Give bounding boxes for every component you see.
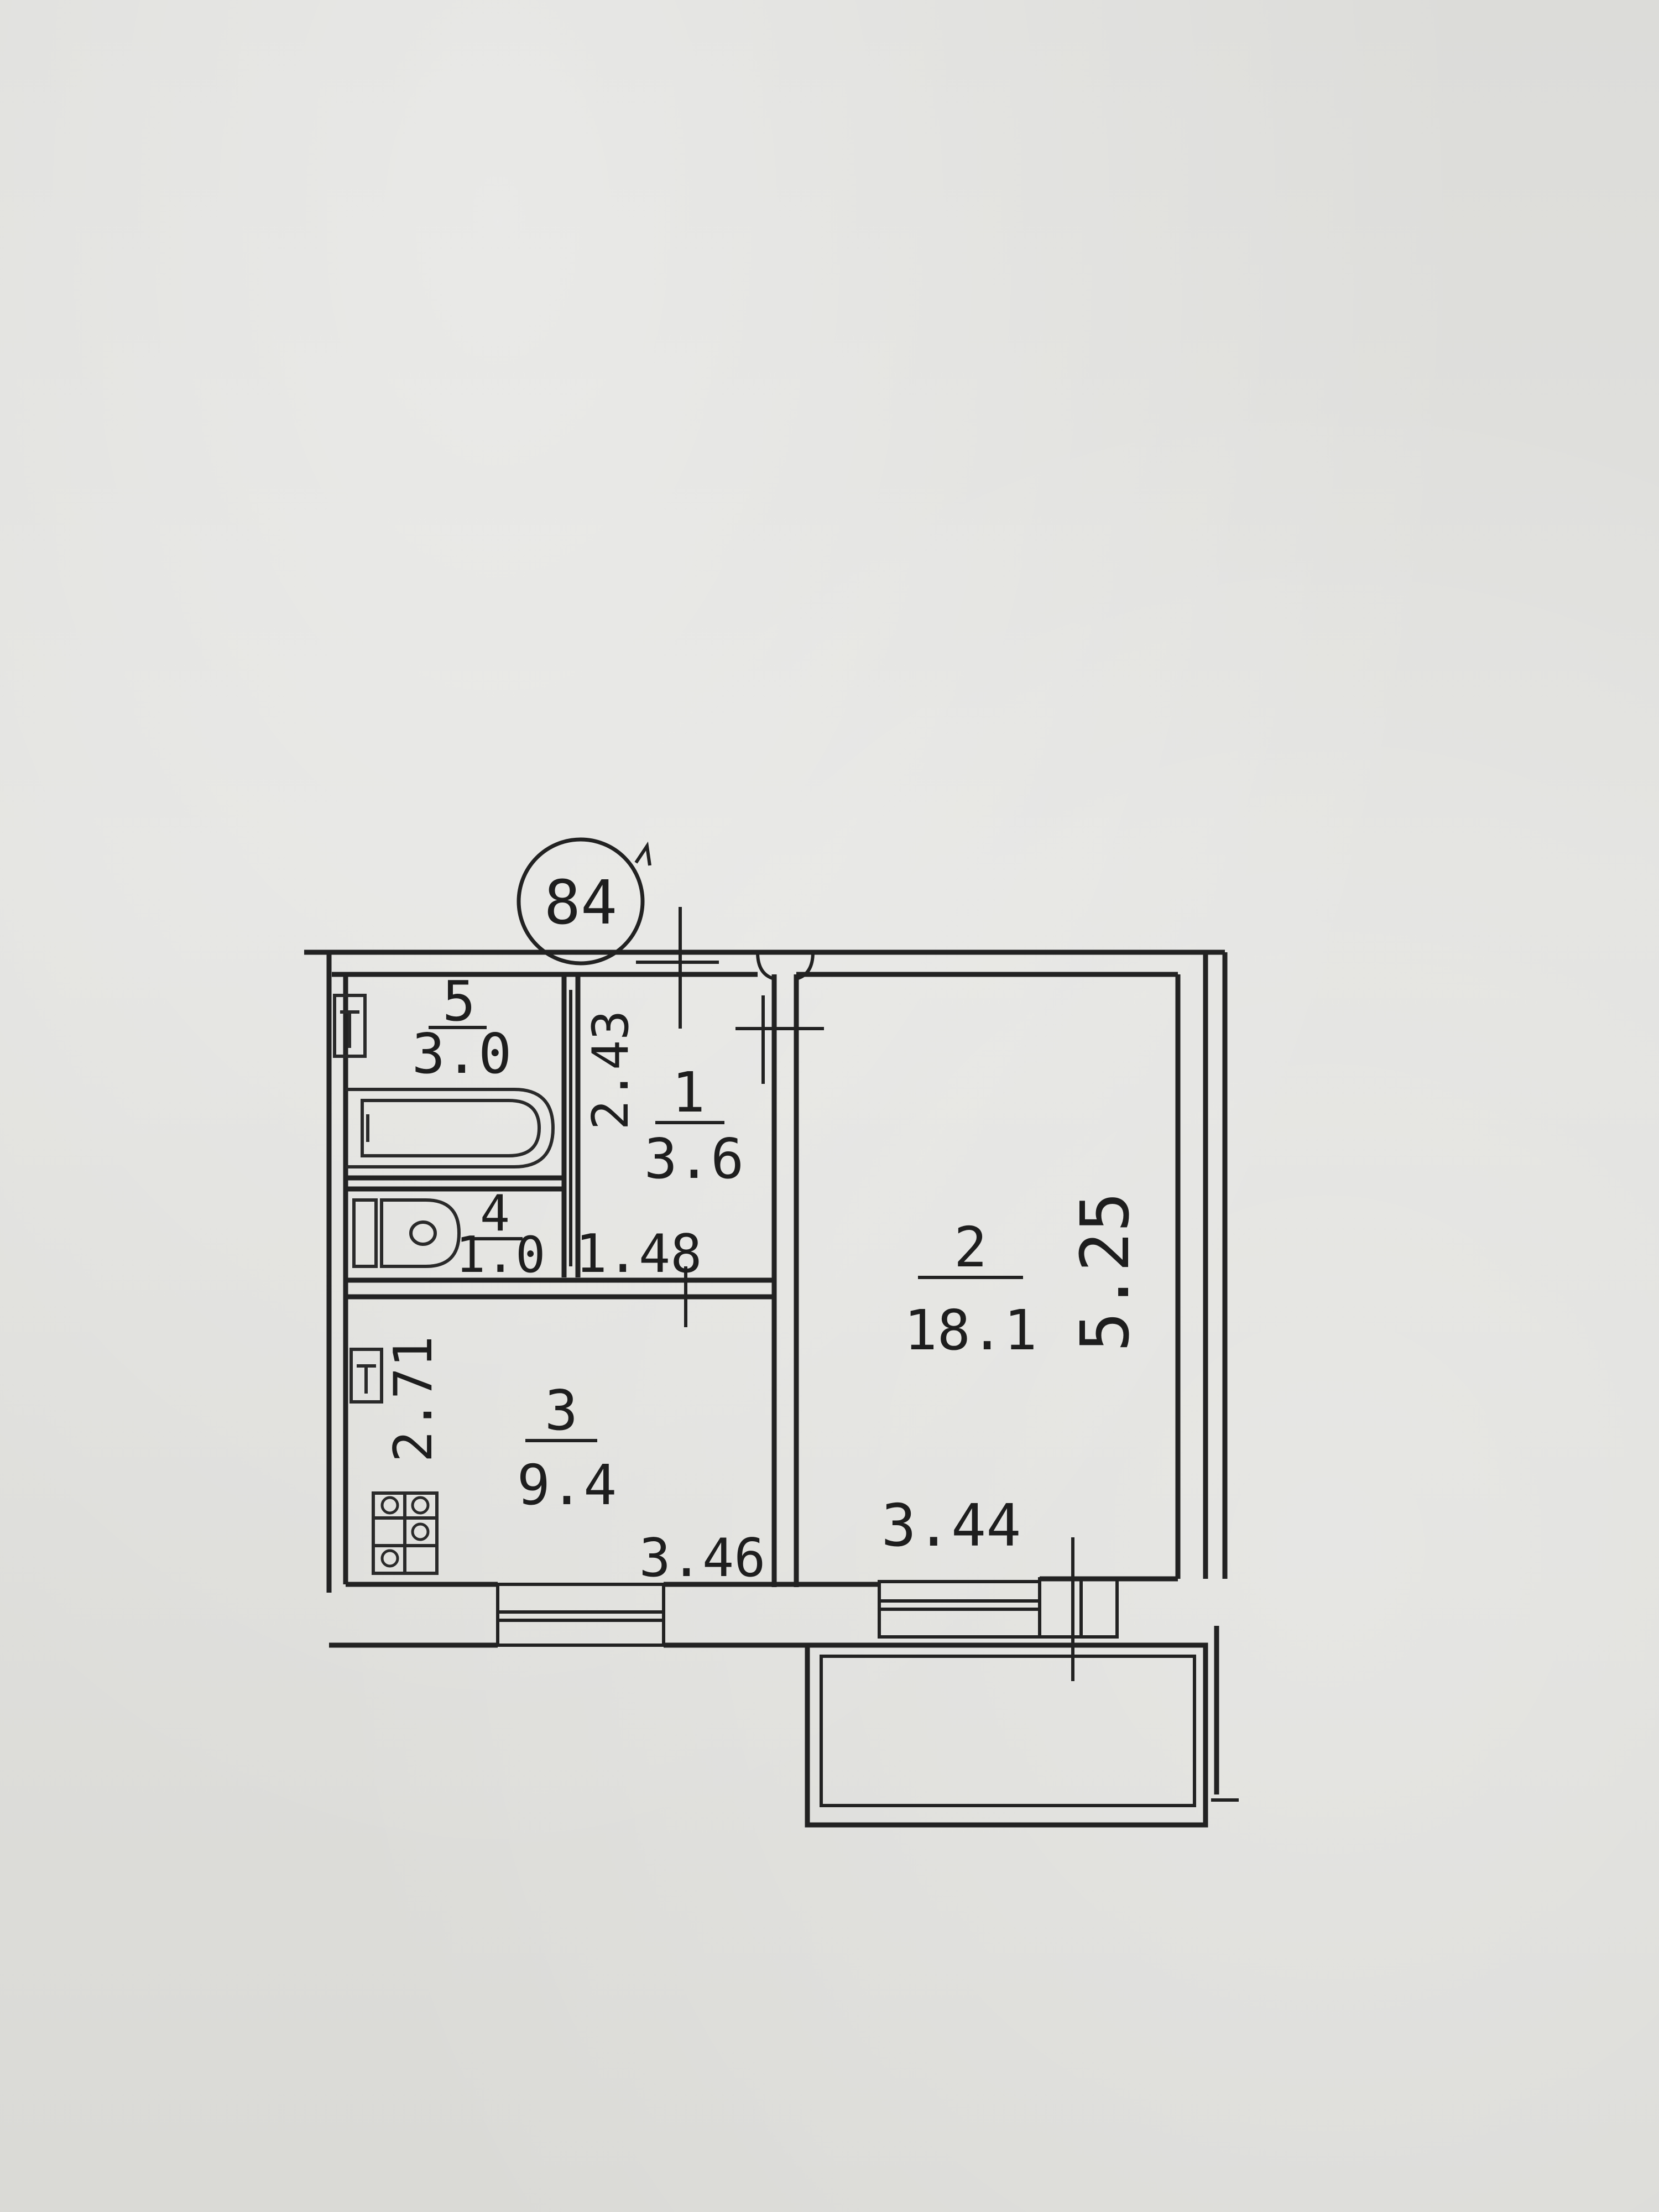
windows [496,1537,1119,1681]
bathtub-icon [346,1088,555,1168]
hall-width-dimension: 1.48 [576,1224,702,1285]
balcony [805,1626,1239,1828]
kitchen-height-dimension: 2.71 [383,1336,444,1463]
hall-height-dimension: 2.43 [582,1010,640,1130]
toilet-icon [352,1198,461,1268]
room-labels: 5 3.0 1 3.6 4 1.0 2 18.1 3 9.4 [412,969,1037,1517]
fixtures [333,994,555,1575]
kitchen-width-dimension: 3.46 [639,1528,766,1589]
radiator-icon [349,1348,383,1404]
room-3-number: 3 [545,1378,578,1443]
room-4-area: 1.0 [456,1226,546,1284]
apartment-number: 84 [544,867,617,938]
dimension-labels: 2.43 1.48 5.25 3.44 2.71 3.46 [383,1010,1144,1589]
room-1-area: 3.6 [644,1126,744,1191]
room-5-area: 3.0 [412,1021,512,1086]
room-5-number: 5 [442,969,476,1034]
room-2-number: 2 [954,1215,987,1280]
stove-icon [372,1491,439,1575]
apartment-number-badge: 84 [517,837,651,966]
room-3-area: 9.4 [517,1453,617,1517]
radiator-icon [333,994,367,1058]
room-4-number: 4 [480,1185,510,1243]
interior-walls [346,907,824,1587]
room-height-dimension: 5.25 [1067,1192,1144,1352]
room-1-number: 1 [672,1060,705,1125]
room-2-area: 18.1 [904,1298,1037,1363]
room-width-dimension: 3.44 [881,1492,1021,1559]
